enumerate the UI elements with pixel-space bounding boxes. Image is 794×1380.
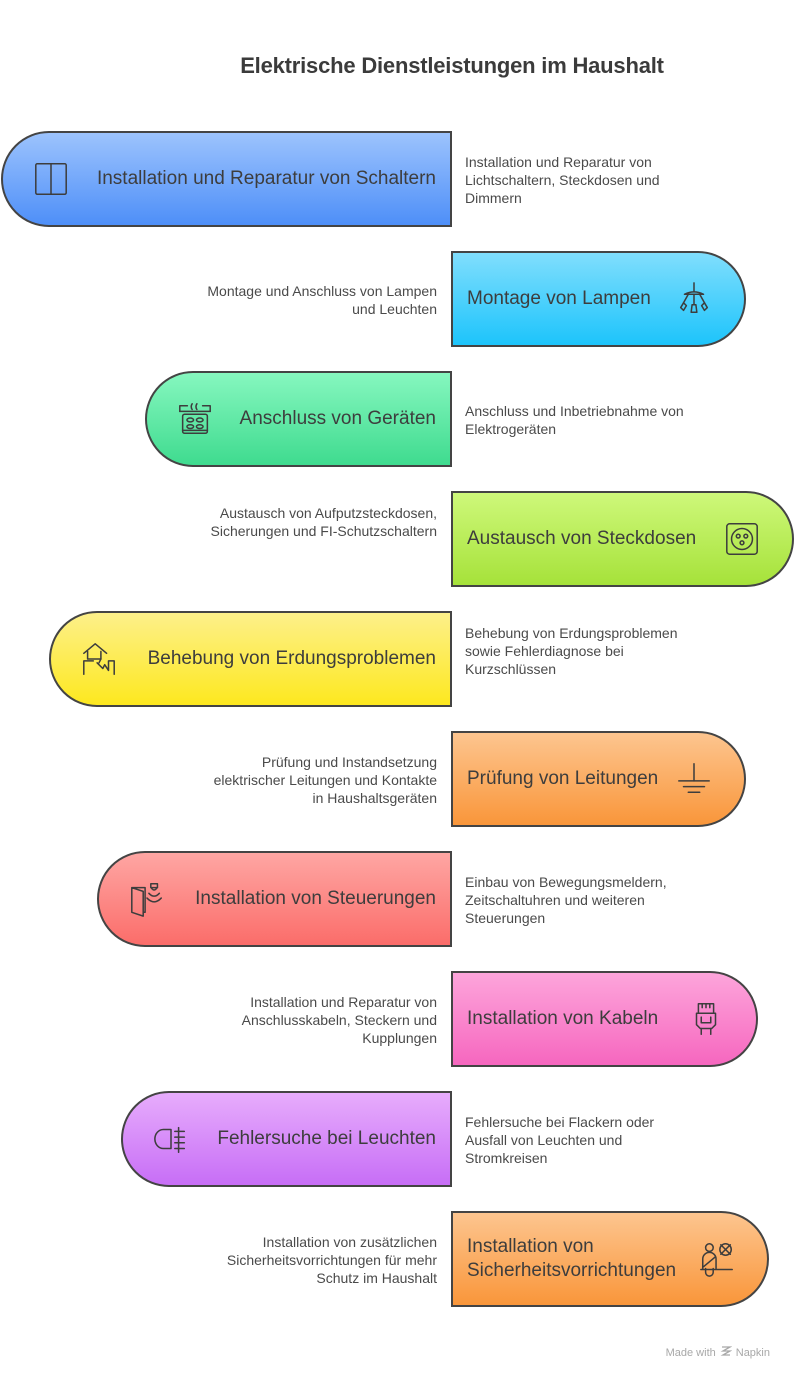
- service-description: Installation und Reparatur von Lichtscha…: [465, 154, 660, 206]
- service-pill-lights: Fehlersuche bei Leuchten: [121, 1091, 452, 1187]
- service-pill-lamps: Montage von Lampen: [451, 251, 746, 347]
- service-pill-controls: Installation von Steuerungen: [97, 851, 452, 947]
- service-description: Behebung von Erdungsproblemen sowie Fehl…: [465, 625, 678, 677]
- service-pill-switches: Installation und Reparatur von Schaltern: [1, 131, 452, 227]
- service-label: Montage von Lampen: [467, 288, 651, 310]
- made-with-napkin-footer: Made with Napkin: [666, 1345, 770, 1360]
- stove-icon: [175, 399, 215, 439]
- napkin-logo-icon: [720, 1345, 733, 1360]
- service-description: Installation und Reparatur von Anschluss…: [241, 994, 437, 1046]
- house-crack-icon: [79, 639, 119, 679]
- ethernet-plug-icon: [686, 999, 726, 1039]
- made-with-text: Made with: [665, 1346, 716, 1359]
- service-description: Austausch von Aufputzsteckdosen, Sicheru…: [210, 505, 437, 539]
- service-pill-sockets: Austausch von Steckdosen: [451, 491, 794, 587]
- service-label: Installation und Reparatur von Schaltern: [96, 168, 436, 190]
- service-label: Austausch von Steckdosen: [467, 528, 697, 550]
- service-description: Prüfung und Instandsetzung elektrischer …: [213, 754, 437, 806]
- service-label: Installation von Steuerungen: [195, 888, 436, 910]
- ground-icon: [674, 759, 714, 799]
- service-pill-safety: Installation von Sicherheitsvorrichtunge…: [451, 1211, 769, 1307]
- service-label: Installation von Sicherheitsvorrichtunge…: [467, 1236, 677, 1281]
- socket-icon: [722, 519, 762, 559]
- service-description: Anschluss und Inbetriebnahme von Elektro…: [465, 403, 684, 437]
- fog-light-icon: [151, 1119, 191, 1159]
- service-label: Anschluss von Geräten: [239, 408, 436, 430]
- chandelier-icon: [674, 279, 714, 319]
- service-label: Behebung von Erdungsproblemen: [147, 648, 436, 670]
- service-label: Prüfung von Leitungen: [467, 768, 659, 790]
- service-pill-grounding: Behebung von Erdungsproblemen: [49, 611, 452, 707]
- diagram-title: Elektrische Dienstleistungen im Haushalt: [240, 53, 664, 78]
- service-description: Fehlersuche bei Flackern oder Ausfall vo…: [465, 1114, 655, 1166]
- service-description: Installation von zusätzlichen Sicherheit…: [226, 1234, 437, 1286]
- switch-icon: [31, 159, 71, 199]
- service-pill-appliances: Anschluss von Geräten: [145, 371, 452, 467]
- service-description: Einbau von Bewegungsmeldern, Zeitschaltu…: [465, 874, 667, 926]
- motion-sensor-door-icon: [127, 879, 167, 919]
- service-description: Montage und Anschluss von Lampen und Leu…: [207, 283, 437, 317]
- service-pill-cables: Installation von Kabeln: [451, 971, 758, 1067]
- service-pill-wiring: Prüfung von Leitungen: [451, 731, 746, 827]
- service-label: Fehlersuche bei Leuchten: [217, 1128, 436, 1150]
- napkin-brand-text: Napkin: [735, 1346, 770, 1359]
- service-label: Installation von Kabeln: [467, 1008, 659, 1030]
- seatbelt-icon: [697, 1239, 737, 1279]
